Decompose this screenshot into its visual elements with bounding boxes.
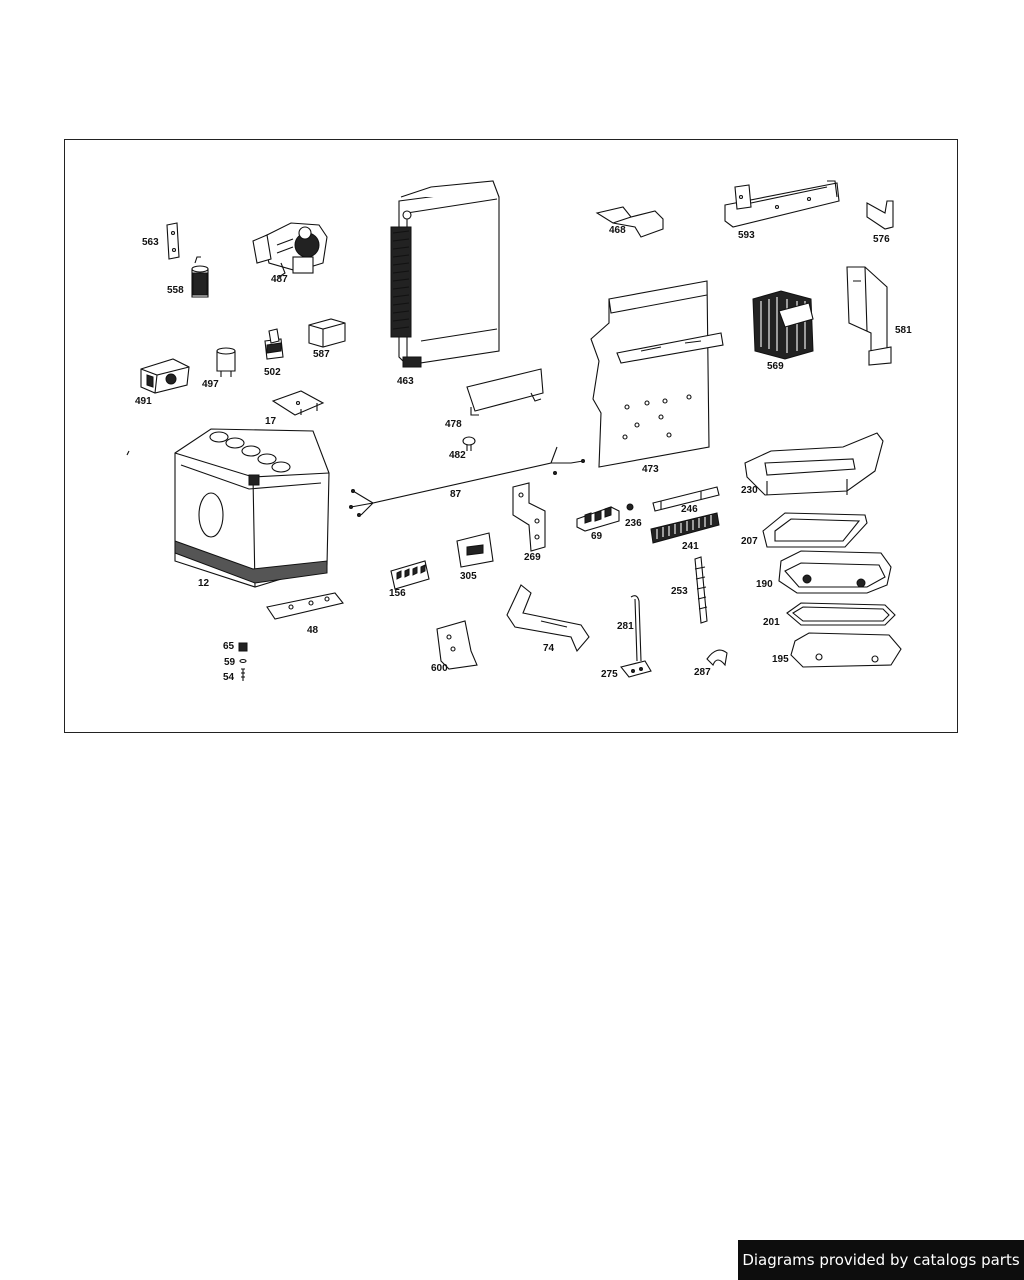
part-label-87: 87 <box>450 489 462 500</box>
part-label-201: 201 <box>763 617 780 628</box>
part-246-drawing <box>652 486 720 512</box>
part-label-269: 269 <box>524 552 541 563</box>
part-label-195: 195 <box>772 654 789 665</box>
part-label-478: 478 <box>445 419 462 430</box>
part-473-drawing <box>590 280 724 468</box>
part-label-246: 246 <box>681 504 698 515</box>
part-65-drawing <box>238 642 248 652</box>
part-label-230: 230 <box>741 485 758 496</box>
part-label-190: 190 <box>756 579 773 590</box>
part-17-drawing <box>271 390 325 416</box>
part-12-drawing <box>174 428 330 588</box>
part-558-drawing <box>191 256 209 298</box>
part-label-69: 69 <box>591 531 603 542</box>
part-label-305: 305 <box>460 571 477 582</box>
part-593-drawing <box>724 180 840 228</box>
part-label-497: 497 <box>202 379 219 390</box>
part-463-drawing <box>390 180 500 368</box>
part-label-236: 236 <box>625 518 642 529</box>
part-label-74: 74 <box>543 643 555 654</box>
part-label-156: 156 <box>389 588 406 599</box>
part-195-drawing <box>790 632 902 668</box>
part-label-253: 253 <box>671 586 688 597</box>
part-label-65: 65 <box>223 641 235 652</box>
part-label-569: 569 <box>767 361 784 372</box>
part-label-491: 491 <box>135 396 152 407</box>
part-54-drawing <box>241 668 245 681</box>
part-label-12: 12 <box>198 578 210 589</box>
part-label-593: 593 <box>738 230 755 241</box>
part-label-587: 587 <box>313 349 330 360</box>
parts-diagram: 563 558 487 463 468 593 576 581 569 587 502 497 491 1… <box>126 180 912 683</box>
part-201-drawing <box>786 602 896 626</box>
part-label-463: 463 <box>397 376 414 387</box>
part-label-17: 17 <box>265 416 277 427</box>
part-281-drawing <box>630 595 642 662</box>
part-label-563: 563 <box>142 237 159 248</box>
part-label-482: 482 <box>449 450 466 461</box>
part-label-207: 207 <box>741 536 758 547</box>
part-label-287: 287 <box>694 667 711 678</box>
part-label-558: 558 <box>167 285 184 296</box>
part-576-drawing <box>866 200 894 230</box>
part-label-59: 59 <box>224 657 236 668</box>
part-287-drawing <box>706 649 728 667</box>
part-305-drawing <box>456 532 494 568</box>
part-label-241: 241 <box>682 541 699 552</box>
part-269-drawing <box>512 482 546 552</box>
part-275-drawing <box>620 660 652 678</box>
part-74-drawing <box>506 584 590 653</box>
part-156-drawing <box>390 560 430 590</box>
parts-diagram-frame: 563 558 487 463 468 593 576 581 569 587 502 497 491 1… <box>64 139 958 733</box>
part-label-281: 281 <box>617 621 634 632</box>
part-48-drawing <box>266 592 344 620</box>
footer-credit-text: Diagrams provided by catalogs parts <box>742 1251 1020 1269</box>
part-581-drawing <box>846 266 892 366</box>
part-label-468: 468 <box>609 225 626 236</box>
part-563-drawing <box>166 222 180 260</box>
part-478-drawing <box>466 368 544 416</box>
part-label-48: 48 <box>307 625 319 636</box>
part-207-drawing <box>762 512 868 548</box>
part-600-drawing <box>436 620 478 670</box>
part-label-502: 502 <box>264 367 281 378</box>
part-587-drawing <box>308 318 346 348</box>
part-label-487: 487 <box>271 274 288 285</box>
part-label-581: 581 <box>895 325 912 336</box>
part-87-drawing <box>349 446 585 517</box>
part-491-drawing <box>140 358 190 394</box>
part-69-drawing <box>576 506 620 532</box>
part-label-576: 576 <box>873 234 890 245</box>
part-label-473: 473 <box>642 464 659 475</box>
part-241-drawing <box>650 512 720 544</box>
part-230-drawing <box>744 432 884 496</box>
part-label-54: 54 <box>223 672 235 683</box>
part-487-drawing <box>252 222 328 278</box>
part-468-drawing <box>595 206 664 238</box>
part-502-drawing <box>264 328 284 360</box>
footer-credit-badge: Diagrams provided by catalogs parts <box>738 1240 1024 1280</box>
part-236-drawing <box>626 503 634 511</box>
part-482-drawing <box>462 436 476 451</box>
part-59-drawing <box>239 658 247 664</box>
part-569-drawing <box>752 290 814 360</box>
part-label-275: 275 <box>601 669 618 680</box>
part-253-drawing <box>694 556 708 624</box>
part-label-600: 600 <box>431 663 448 674</box>
part-497-drawing <box>216 347 236 377</box>
part-190-drawing <box>778 550 892 594</box>
